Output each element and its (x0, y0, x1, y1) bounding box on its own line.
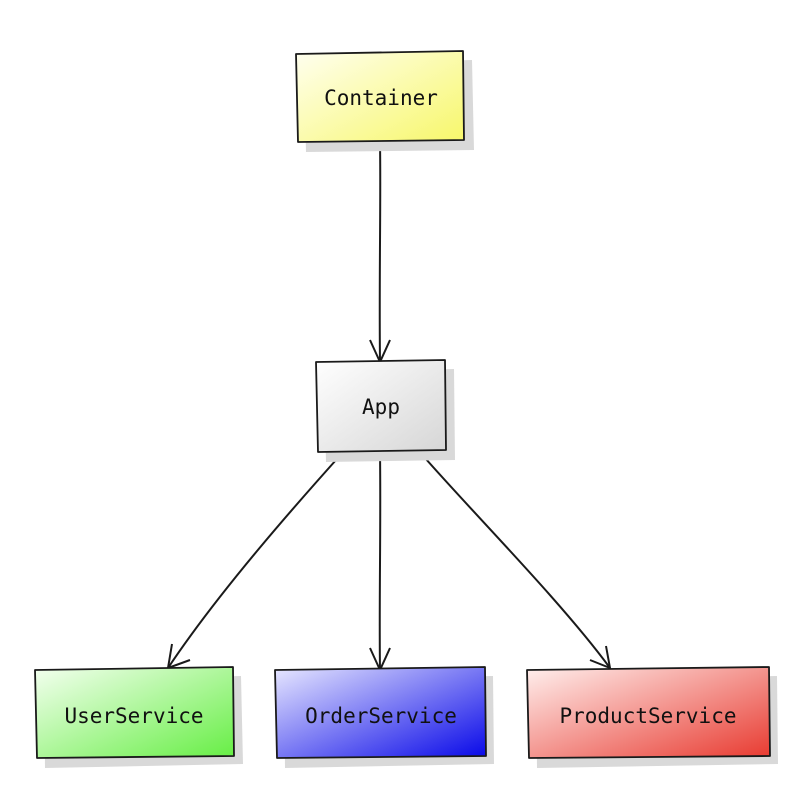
edge-app-to-userservice (167, 449, 346, 669)
edge-app-to-productservice (417, 449, 611, 669)
node-container: Container (295, 50, 474, 152)
node-productservice-label: ProductService (559, 704, 736, 728)
node-productservice: ProductService (526, 666, 778, 768)
node-container-label: Container (324, 86, 438, 110)
node-app-label: App (362, 395, 400, 419)
edge-container-to-app (369, 142, 391, 363)
node-app: App (315, 359, 455, 462)
node-orderservice-label: OrderService (305, 704, 457, 728)
node-userservice: UserService (34, 666, 243, 768)
edge-app-to-orderservice (369, 451, 391, 671)
node-userservice-label: UserService (64, 704, 203, 728)
node-orderservice: OrderService (274, 666, 494, 768)
